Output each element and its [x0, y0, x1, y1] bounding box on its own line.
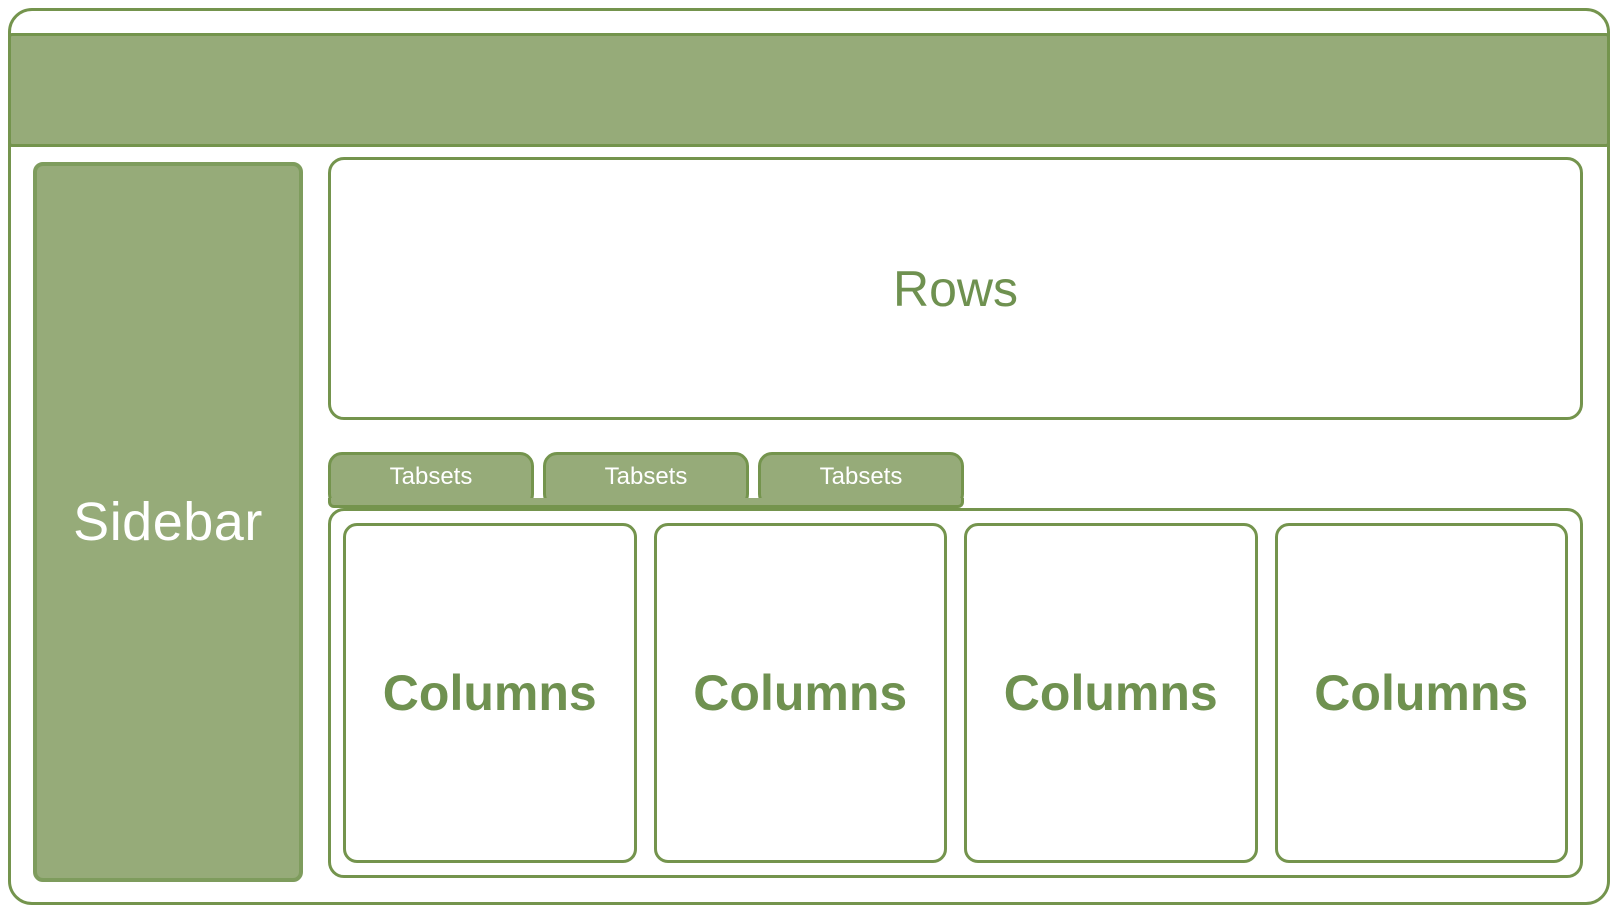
- tab-label: Tabsets: [819, 462, 903, 490]
- tab-label: Tabsets: [604, 462, 688, 490]
- column-label: Columns: [1314, 665, 1529, 721]
- column-label: Columns: [382, 665, 597, 721]
- rows-label: Rows: [892, 260, 1019, 317]
- tabs-row: Tabsets Tabsets Tabsets: [328, 452, 964, 508]
- app-frame: Sidebar Rows Tabsets Tabsets Tabsets Col…: [8, 8, 1610, 905]
- rows-panel: Rows: [328, 157, 1583, 420]
- column-card-3: Columns: [964, 523, 1258, 863]
- column-card-1: Columns: [343, 523, 637, 863]
- columns-panel: Columns Columns Columns Columns: [328, 508, 1583, 878]
- sidebar: Sidebar: [33, 162, 303, 882]
- column-card-4: Columns: [1274, 523, 1568, 863]
- tabs-base-strip: [328, 498, 964, 508]
- column-label: Columns: [693, 665, 908, 721]
- column-card-2: Columns: [653, 523, 947, 863]
- header-bar: [11, 33, 1607, 147]
- sidebar-label: Sidebar: [73, 492, 263, 552]
- column-label: Columns: [1003, 665, 1218, 721]
- tab-label: Tabsets: [389, 462, 473, 490]
